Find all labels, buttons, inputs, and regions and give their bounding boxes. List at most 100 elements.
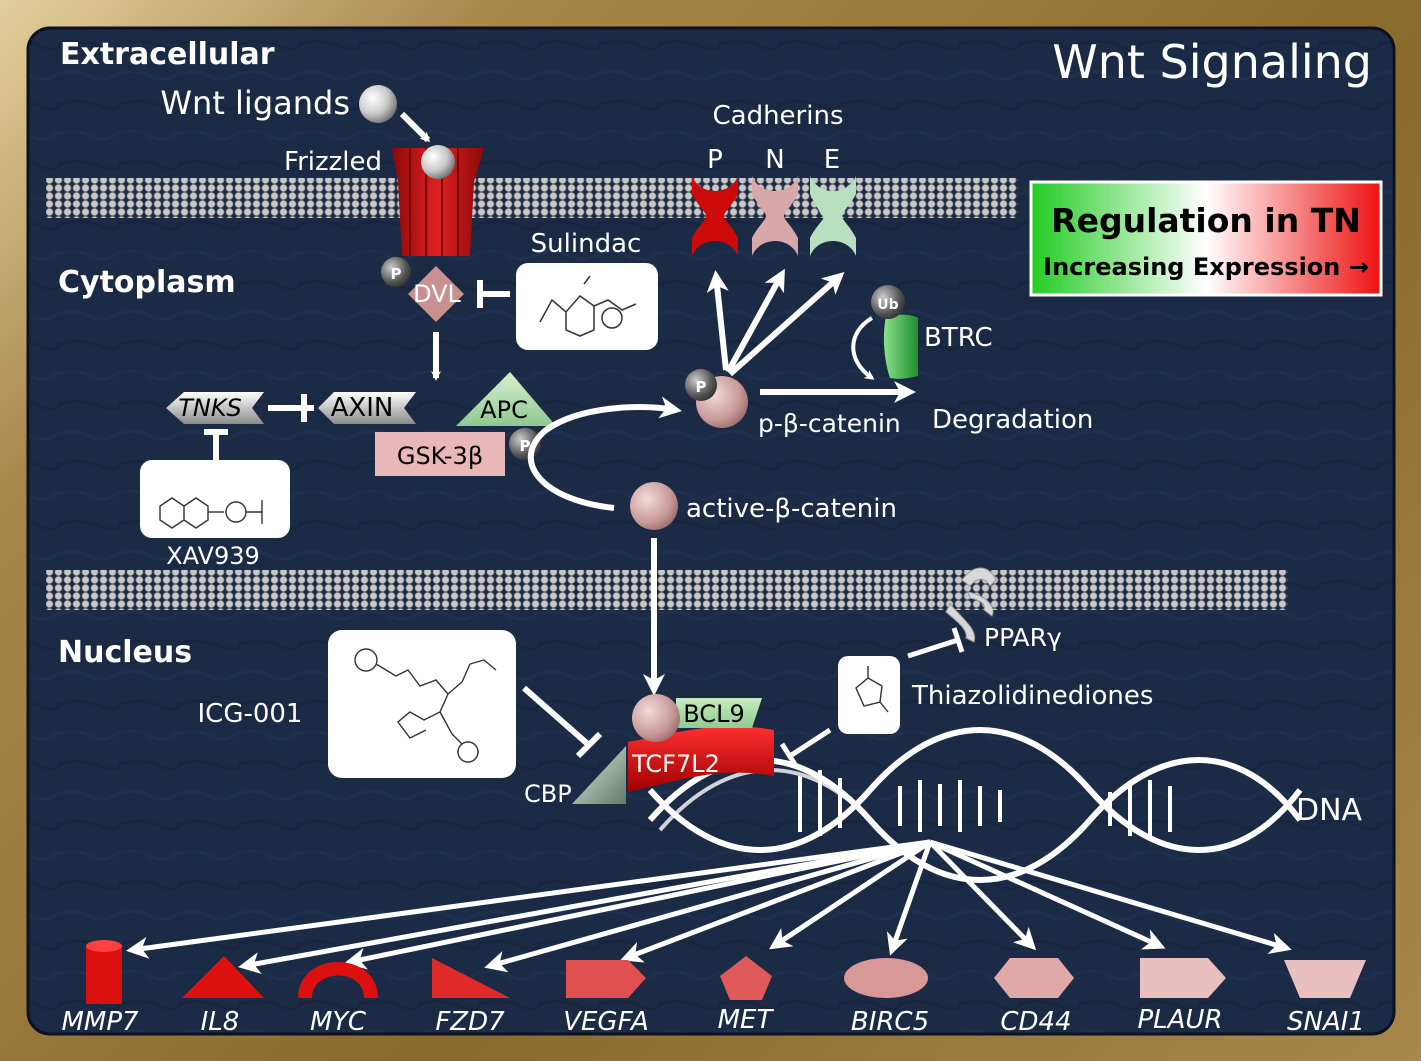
wnt-ligands-label: Wnt ligands xyxy=(160,84,350,122)
arrow-to-cadherin-e xyxy=(728,272,845,377)
active-beta-catenin-label: active-β-catenin xyxy=(686,494,897,524)
gene-label-fzd7: FZD7 xyxy=(435,1007,505,1037)
cadherin-n-shape xyxy=(752,176,798,256)
p-beta-catenin-label: p-β-catenin xyxy=(758,409,901,438)
gene-myc: MYC xyxy=(298,962,378,1037)
wnt-binding-arrow xyxy=(399,111,431,143)
xav939-structure xyxy=(140,460,290,538)
dna-label: DNA xyxy=(1296,793,1363,828)
cadherin-n-label: N xyxy=(765,145,784,175)
gene-label-met: MET xyxy=(718,1005,775,1035)
expression-legend: Regulation in TN Increasing Expression → xyxy=(1029,180,1383,297)
tnks-inhibits-axin xyxy=(268,394,314,422)
target-genes: MMP7 IL8 MYC FZD7 VEGFA MET BIRC5 CD44 P… xyxy=(61,940,1366,1037)
gene-label-mmp7: MMP7 xyxy=(61,1007,139,1037)
extracellular-label: Extracellular xyxy=(60,37,275,72)
catenin-phosphorylation-arrow xyxy=(527,396,682,511)
p-beta-catenin-node: P p-β-catenin xyxy=(685,369,901,438)
legend-gradient-box xyxy=(1029,180,1383,297)
dvl-phospho xyxy=(381,257,411,287)
gene-cd44-shape xyxy=(994,958,1074,998)
gene-fzd7: FZD7 xyxy=(432,958,510,1037)
nucleus-label: Nucleus xyxy=(58,635,192,670)
apc-node: APC xyxy=(456,372,556,426)
active-beta-catenin-node: active-β-catenin xyxy=(630,482,897,530)
tnks-shape xyxy=(166,392,264,424)
axin-node: AXIN xyxy=(318,392,416,424)
dvl-node: DVL P xyxy=(381,257,464,322)
gene-mmp7: MMP7 xyxy=(61,940,139,1037)
catenin-phospho xyxy=(685,369,717,401)
bound-wnt-ball xyxy=(421,145,455,179)
gene-arrow-met xyxy=(769,839,932,950)
ppar-gamma-label: PPARγ xyxy=(984,623,1062,652)
gene-arrow-vegfa xyxy=(620,839,931,963)
thiazolidinedione-structure xyxy=(838,656,900,734)
axin-label: AXIN xyxy=(331,393,394,423)
gene-label-myc: MYC xyxy=(310,1007,367,1037)
apc-label: APC xyxy=(480,396,528,424)
tzd-activates-ppar xyxy=(907,627,965,659)
tnks-node: TNKS xyxy=(166,392,264,424)
transcription-complex: TCF7L2 BCL9 CBP xyxy=(524,694,774,808)
cadherin-p-shape xyxy=(692,176,738,256)
active-beta-catenin-ball xyxy=(630,482,678,530)
gene-arrow-cd44 xyxy=(928,840,1037,951)
tcf7l2-label: TCF7L2 xyxy=(631,750,720,778)
cadherin-e-label: E xyxy=(824,145,840,175)
gene-arrow-mmp7 xyxy=(126,839,931,959)
apc-triangle xyxy=(456,372,556,426)
gene-label-plaur: PLAUR xyxy=(1137,1005,1222,1035)
ubiquitin-label: Ub xyxy=(877,297,898,313)
cbp-label: CBP xyxy=(524,780,572,808)
gsk3b-box xyxy=(375,432,505,476)
thiazolidinediones-label: Thiazolidinediones xyxy=(911,681,1153,711)
gene-label-il8: IL8 xyxy=(201,1007,240,1037)
icg001-label: ICG-001 xyxy=(198,699,303,729)
tnks-label: TNKS xyxy=(178,394,242,422)
gene-vegfa: VEGFA xyxy=(563,960,649,1037)
btrc-node: BTRC Ub xyxy=(851,285,993,380)
gene-label-cd44: CD44 xyxy=(1000,1007,1071,1037)
diagram-title: Wnt Signaling xyxy=(1052,35,1372,89)
sulindac-label: Sulindac xyxy=(531,229,642,259)
gene-label-snai1: SNAI1 xyxy=(1287,1007,1365,1037)
xav939-label: XAV939 xyxy=(166,542,260,570)
btrc-label: BTRC xyxy=(924,323,993,353)
gene-arrow-birc5 xyxy=(886,841,933,956)
dvl-label: DVL xyxy=(413,280,461,308)
gene-snai1-shape xyxy=(1284,960,1366,998)
cytoplasm-label: Cytoplasm xyxy=(58,265,236,300)
cbp-shape xyxy=(572,746,626,804)
cadherin-e-shape xyxy=(810,176,856,256)
nuclear-beta-catenin-ball xyxy=(632,694,680,742)
gene-arrow-myc xyxy=(344,839,931,970)
btrc-shape xyxy=(883,314,918,379)
bcl9-shape xyxy=(676,698,762,728)
icg001-structure xyxy=(328,630,516,778)
frizzled-label: Frizzled xyxy=(284,147,382,177)
gene-label-vegfa: VEGFA xyxy=(563,1007,649,1037)
gene-arrow-fzd7 xyxy=(484,839,931,973)
cell-membrane xyxy=(46,178,1018,218)
tcf7l2-shape xyxy=(628,726,774,792)
cadherin-p-label: P xyxy=(707,145,723,175)
gene-met: MET xyxy=(718,956,775,1035)
ppar-gamma-node: PPARγ xyxy=(945,567,1062,652)
frizzled-receptor xyxy=(392,145,484,256)
xav939-inhibits-tnks xyxy=(204,429,228,460)
catenin-phospho-label: P xyxy=(696,378,707,396)
gene-plaur-shape xyxy=(1140,958,1226,998)
bcl9-label: BCL9 xyxy=(683,700,744,728)
gene-arrow-il8 xyxy=(238,839,931,974)
cadherins-label: Cadherins xyxy=(712,101,843,131)
ubiquitin-ball xyxy=(871,285,905,319)
legend-title: Regulation in TN xyxy=(1051,201,1361,240)
ubiquitin-transfer-arrow xyxy=(851,316,875,380)
sulindac-inhibition xyxy=(477,280,510,308)
gsk3b-phospho-label: P xyxy=(520,437,531,455)
sulindac-structure xyxy=(516,263,658,350)
axin-shape xyxy=(318,392,416,424)
arrow-to-cadherin-p xyxy=(706,270,729,371)
target-gene-arrows xyxy=(126,839,1292,974)
